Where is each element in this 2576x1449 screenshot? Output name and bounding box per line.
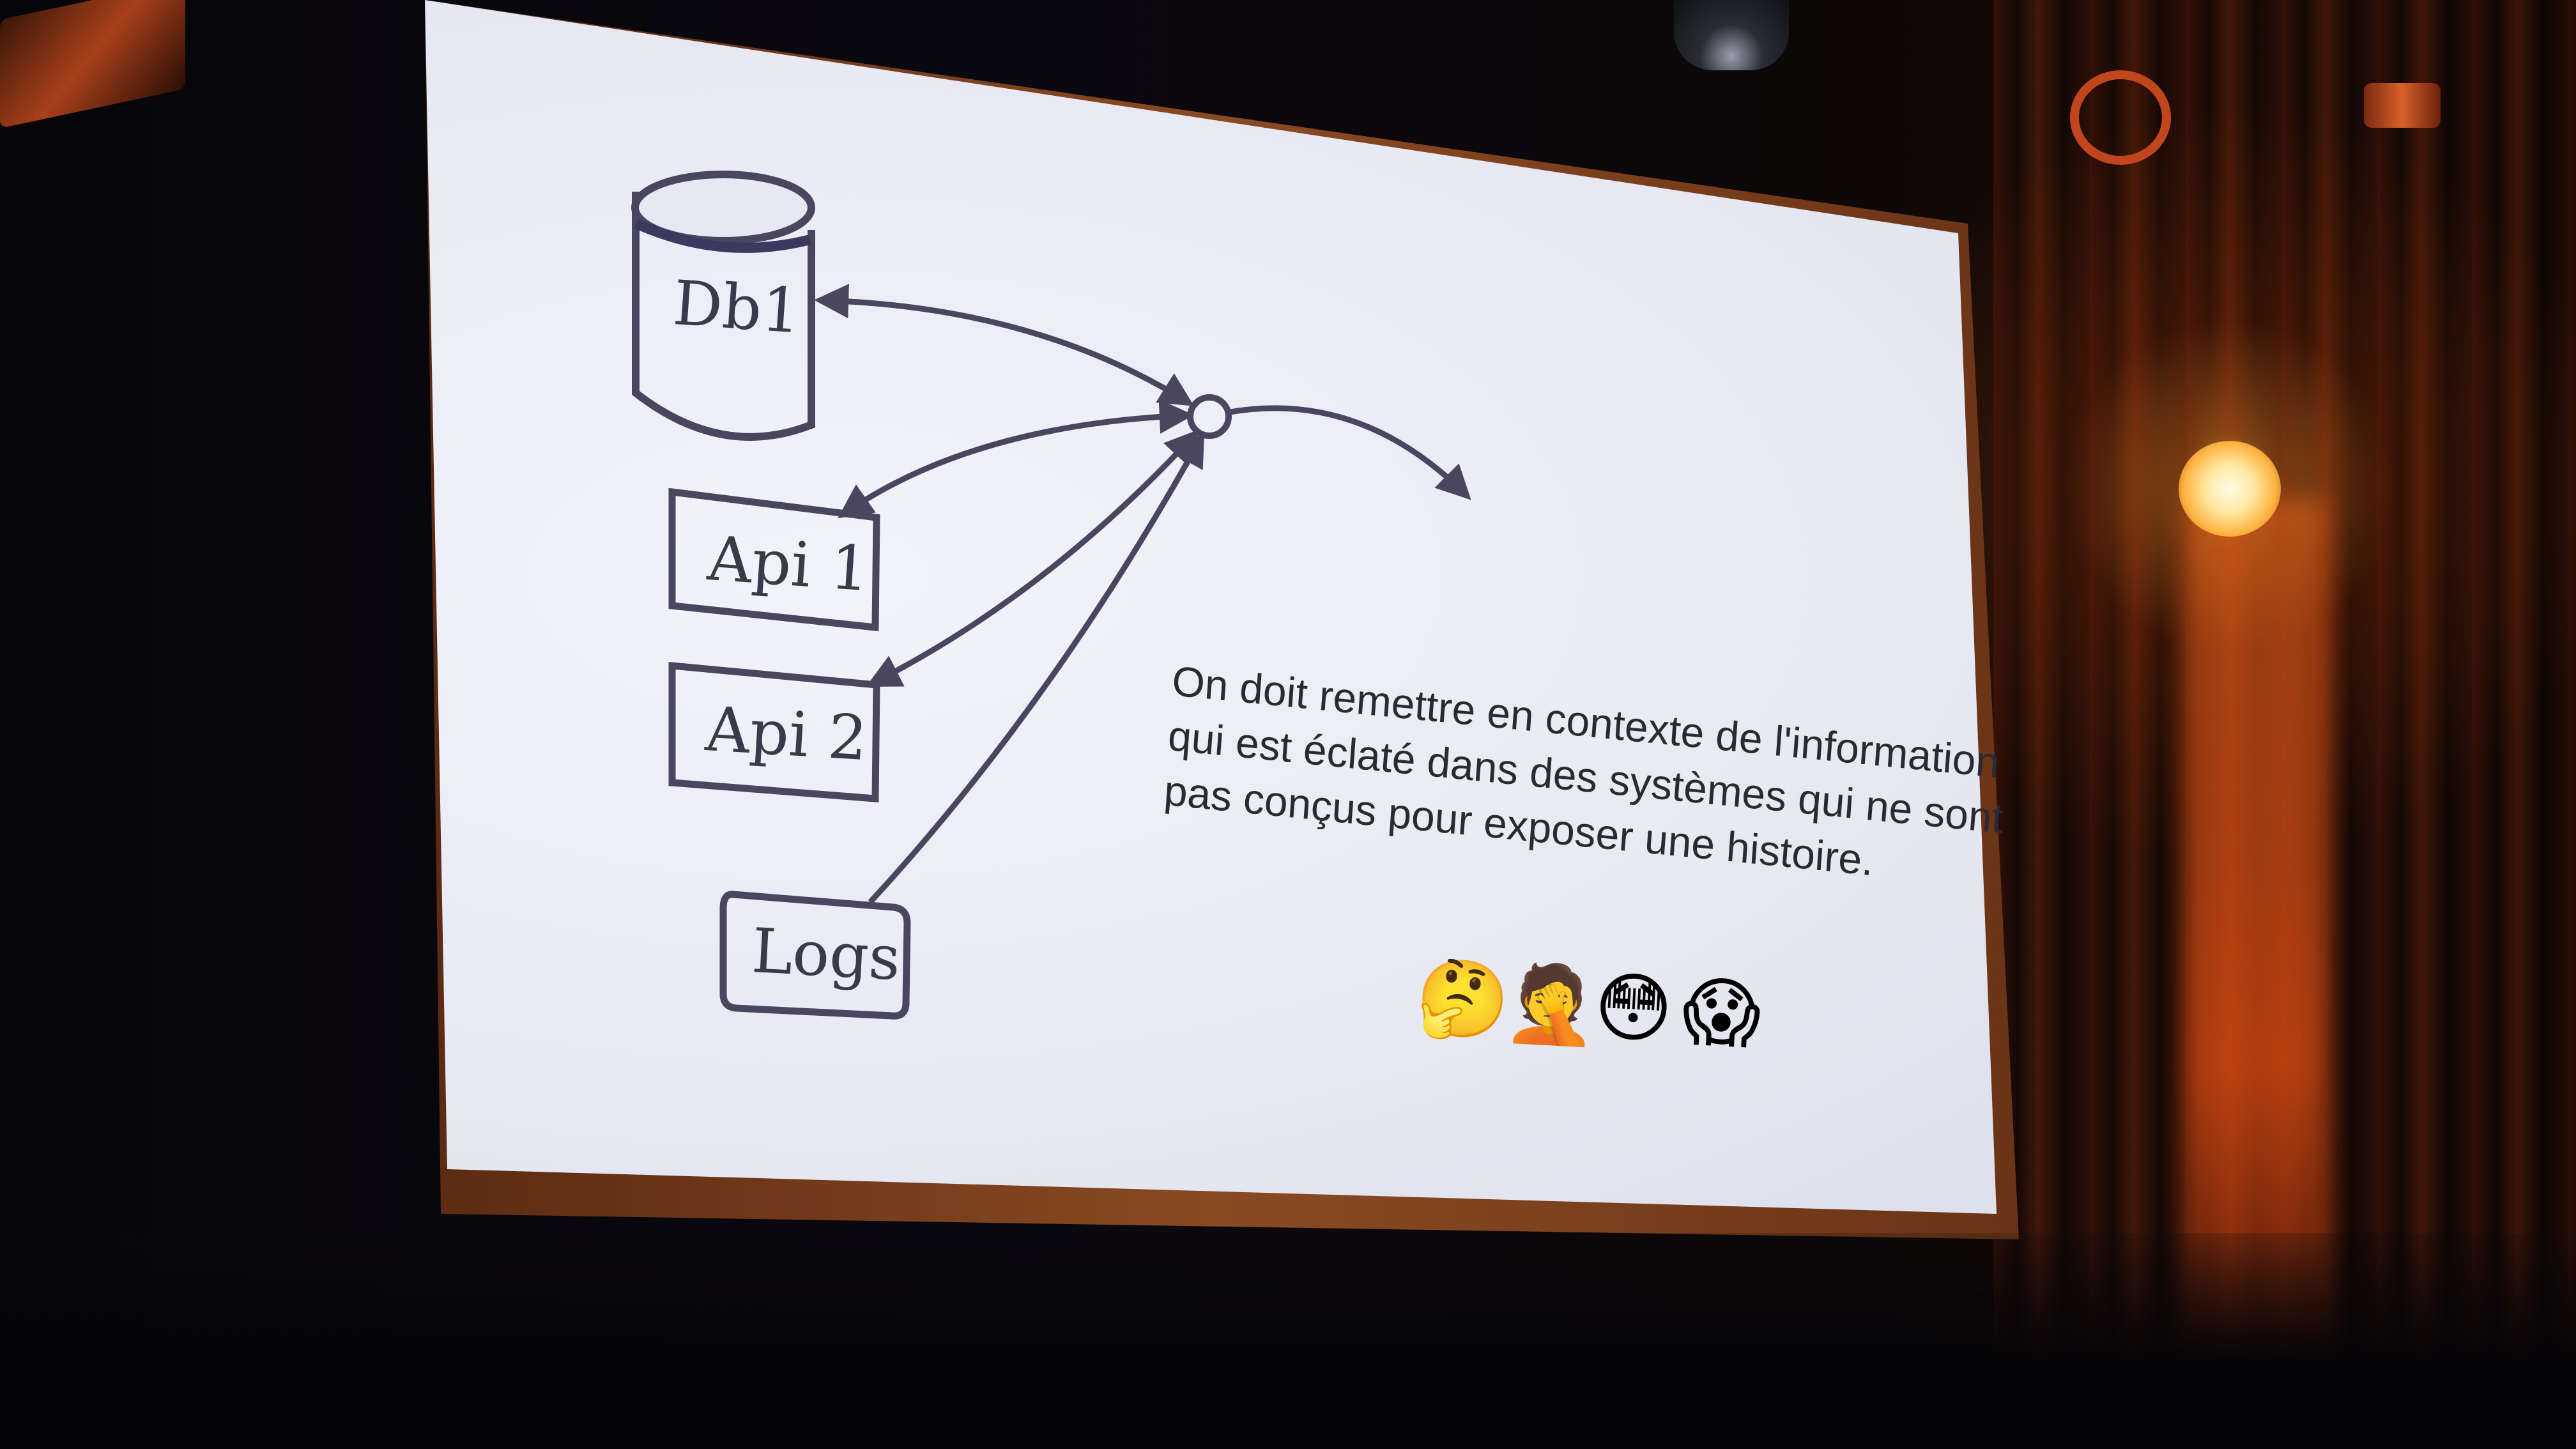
flushed-face-icon: 😳 — [1591, 962, 1675, 1054]
arrow-db1-hub — [814, 284, 1195, 406]
api2-box-shape — [668, 661, 880, 802]
logs-label: Logs — [750, 915, 902, 995]
emoji-row: 🤔 🤦 😳 😱 — [1414, 952, 1766, 1059]
hub-circle — [1187, 394, 1232, 439]
db1-cylinder-shape — [631, 171, 815, 441]
ceiling-projector — [1674, 0, 1789, 70]
stage-light-fixture-right — [2364, 83, 2441, 128]
arrow-api1-hub — [838, 399, 1194, 519]
logs-box-shape — [719, 891, 911, 1020]
arrow-logs-hub — [868, 431, 1205, 905]
stage-floor-shadow — [0, 1233, 2576, 1449]
api2-label: Api 2 — [703, 693, 870, 775]
db1-label: Db1 — [671, 267, 804, 348]
api1-label: Api 1 — [705, 523, 872, 606]
stage-spotlight — [2179, 441, 2281, 537]
face-screaming-icon: 😱 — [1680, 966, 1763, 1059]
person-facepalming-icon: 🤦 — [1501, 957, 1600, 1050]
arrow-hub-out — [1229, 405, 1471, 500]
arrow-api2-hub — [866, 429, 1200, 687]
thinking-face-icon: 🤔 — [1413, 952, 1512, 1046]
